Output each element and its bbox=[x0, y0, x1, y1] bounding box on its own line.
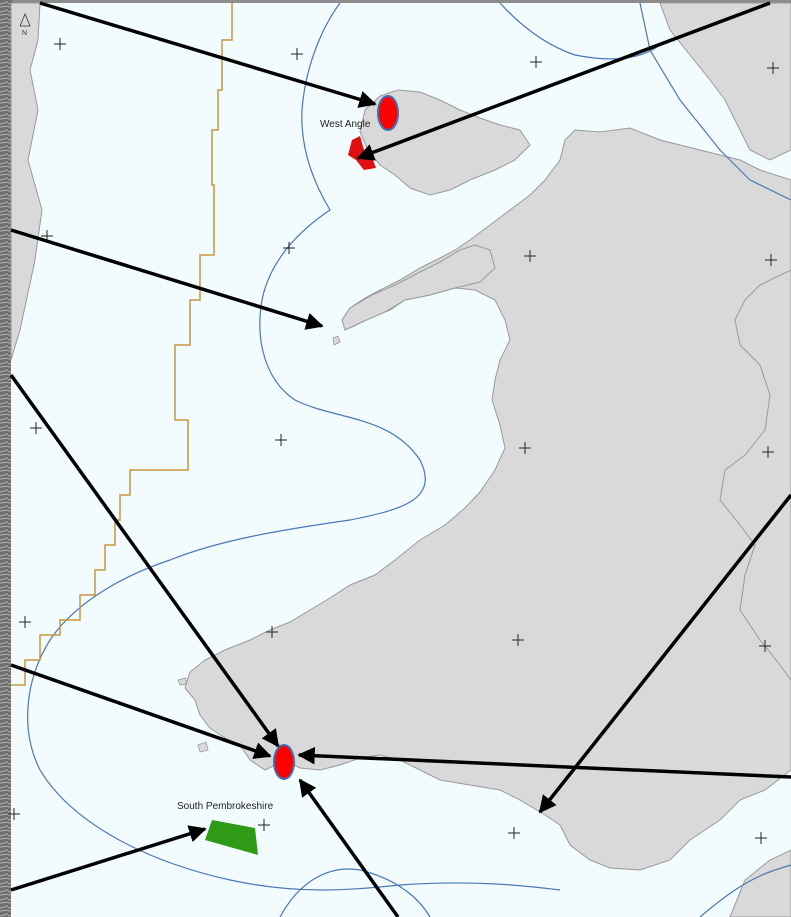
anglesey-island bbox=[359, 89, 531, 196]
arrow-to-pembroke-marker-from-east bbox=[297, 746, 791, 779]
arrow-to-pembroke-marker-from-south bbox=[298, 778, 400, 917]
territorial-sea-limit-line-southeast bbox=[699, 864, 791, 917]
north-arrow-icon: N bbox=[19, 12, 31, 37]
left-frame-strip bbox=[0, 0, 12, 917]
south-pembrokeshire-zone[interactable] bbox=[205, 820, 258, 855]
territorial-sea-limit-line-south bbox=[279, 868, 431, 917]
northwest-england-coast bbox=[659, 2, 791, 161]
site-marker-pembrokeshire[interactable] bbox=[273, 744, 295, 780]
arrow-to-pembrokeshire-zone bbox=[10, 825, 207, 892]
west-anglesey-label: West Angle bbox=[320, 119, 371, 130]
lleyn-peninsula bbox=[341, 244, 496, 331]
site-marker-anglesey[interactable] bbox=[377, 95, 399, 131]
devon-coast bbox=[729, 849, 791, 917]
territorial-sea-limit-line-north bbox=[499, 2, 661, 60]
arrow-to-pembroke-marker-from-west bbox=[10, 663, 272, 760]
arrow-to-pembroke-marker-from-north bbox=[9, 373, 280, 748]
arrow-to-bristol-channel bbox=[538, 493, 791, 814]
grid-crosses bbox=[8, 38, 779, 844]
ramsey-island bbox=[177, 677, 187, 686]
boundary-line-northeast bbox=[639, 2, 791, 201]
annotation-arrows bbox=[9, 1, 791, 917]
arrow-to-lleyn bbox=[10, 228, 324, 330]
north-arrow-label: N bbox=[22, 30, 27, 37]
jurisdiction-boundary-line bbox=[11, 3, 233, 686]
inland-border bbox=[719, 269, 791, 681]
arrow-to-anglesey-marker bbox=[39, 1, 377, 108]
bardsey-island bbox=[332, 335, 341, 346]
south-pembrokeshire-label: South Pembrokeshire bbox=[177, 801, 274, 812]
ireland-coast bbox=[10, 2, 43, 361]
arrow-to-anglesey-zone bbox=[356, 1, 771, 161]
territorial-sea-limit-line bbox=[27, 2, 561, 891]
skomer-island bbox=[197, 741, 209, 753]
